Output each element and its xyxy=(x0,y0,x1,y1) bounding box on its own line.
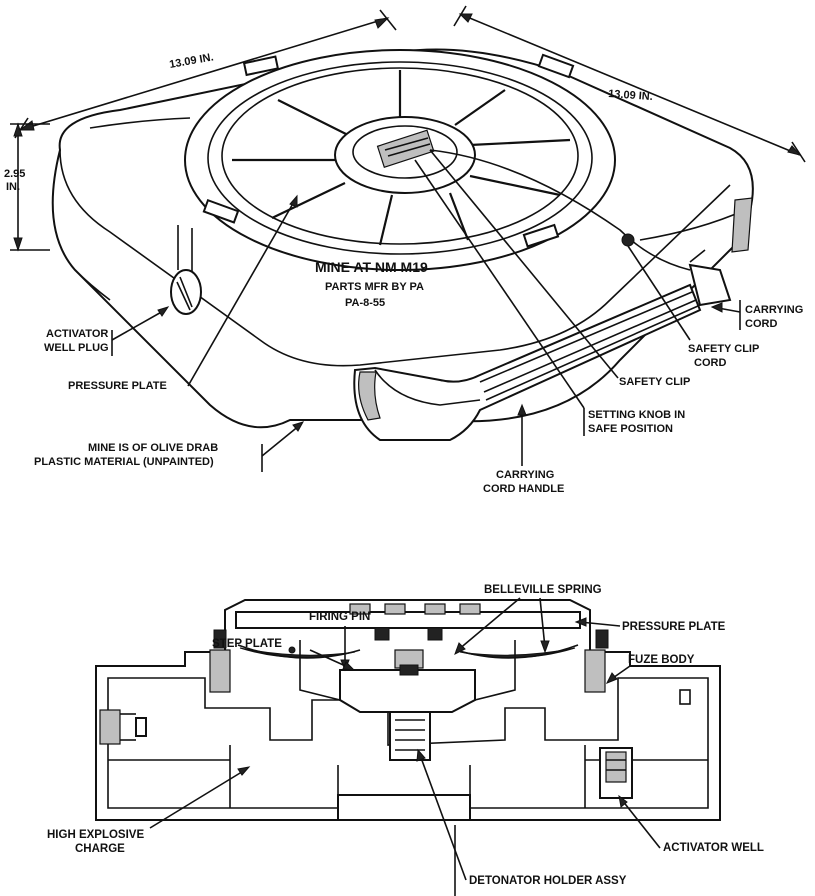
marking-line-2: PARTS MFR BY PA xyxy=(325,281,424,293)
label-handle-2: CORD HANDLE xyxy=(483,483,564,495)
label-pressure-plate: PRESSURE PLATE xyxy=(68,380,167,392)
dimension-lines xyxy=(10,5,806,252)
label-knob-2: SAFE POSITION xyxy=(588,423,673,435)
label-he-charge-1: HIGH EXPLOSIVE xyxy=(47,829,144,841)
label-material-1: MINE IS OF OLIVE DRAB xyxy=(88,442,218,454)
marking-line-3: PA-8-55 xyxy=(345,297,385,309)
label-activator-well: ACTIVATOR WELL xyxy=(663,842,764,854)
label-safety-clip: SAFETY CLIP xyxy=(619,376,690,388)
label-activator-plug-2: WELL PLUG xyxy=(44,342,109,354)
label-carrying-cord-1: CARRYING xyxy=(745,304,803,316)
label-firing-pin: FIRING PIN xyxy=(309,611,370,623)
label-belleville-spring: BELLEVILLE SPRING xyxy=(484,584,602,596)
mine-3d-view: MINE AT NM M19 PARTS MFR BY PA PA-8-55 1… xyxy=(4,5,806,495)
label-step-plate: STEP PLATE xyxy=(212,638,282,650)
label-safety-clip-cord-1: SAFETY CLIP xyxy=(688,343,759,355)
label-carrying-cord-2: CORD xyxy=(745,318,777,330)
label-knob-1: SETTING KNOB IN xyxy=(588,409,685,421)
label-pressure-plate-section: PRESSURE PLATE xyxy=(622,621,726,633)
pressure-plate-3d xyxy=(184,49,616,271)
dim-height-label-2: IN. xyxy=(6,181,20,193)
dim-depth-label: 13.09 IN. xyxy=(608,88,653,103)
carrying-cord-handle xyxy=(353,149,753,441)
label-activator-plug-1: ACTIVATOR xyxy=(46,328,108,340)
label-material-2: PLASTIC MATERIAL (UNPAINTED) xyxy=(34,456,214,468)
label-he-charge-2: CHARGE xyxy=(75,843,125,855)
marking-line-1: MINE AT NM M19 xyxy=(315,259,428,275)
callouts-section xyxy=(149,597,661,896)
label-detonator-holder: DETONATOR HOLDER ASSY xyxy=(469,875,627,887)
label-handle-1: CARRYING xyxy=(496,469,554,481)
dim-width-label: 13.09 IN. xyxy=(168,51,214,71)
callouts-top: ACTIVATOR WELL PLUG PRESSURE PLATE MINE … xyxy=(34,149,803,495)
dim-height-label-1: 2.95 xyxy=(4,168,25,180)
mine-section-view: BELLEVILLE SPRING FIRING PIN PRESSURE PL… xyxy=(47,584,764,896)
label-fuze-body: FUZE BODY xyxy=(628,654,695,666)
label-safety-clip-cord-2: CORD xyxy=(694,357,726,369)
activator-well-plug xyxy=(170,225,202,315)
